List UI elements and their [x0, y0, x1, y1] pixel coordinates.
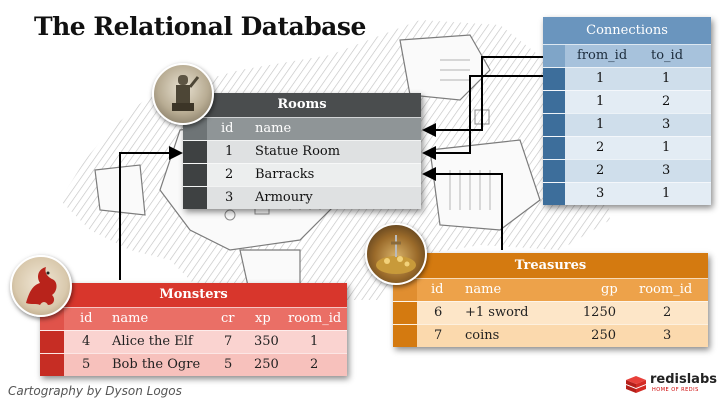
monsters-col-name: name — [112, 311, 149, 326]
monsters-col-room-id: room_id — [288, 311, 342, 326]
monsters-table-title: Monsters — [40, 283, 347, 307]
rooms-col-name: name — [255, 121, 292, 136]
monsters-table: Monsters id name cr xp room_id 4 Alice t… — [40, 283, 347, 376]
treasure-avatar — [365, 223, 427, 285]
connections-column-header: from_id to_id — [543, 44, 711, 67]
treasures-column-header: id name gp room_id — [393, 278, 708, 301]
cartography-credit: Cartography by Dyson Logos — [8, 384, 182, 398]
monsters-row: 5 Bob the Ogre 5 250 2 — [40, 353, 347, 376]
redislabs-logo: redislabs HOME OF REDIS — [625, 372, 717, 400]
logo-tagline: HOME OF REDIS — [652, 387, 699, 393]
rooms-row: 3 Armoury — [183, 186, 421, 209]
treasures-row: 7 coins 250 3 — [393, 324, 708, 347]
treasure-pile-icon — [376, 235, 416, 274]
rooms-column-header: id name — [183, 117, 421, 140]
dragon-icon — [26, 267, 57, 305]
connections-table-title: Connections — [543, 17, 711, 44]
monster-avatar — [10, 255, 72, 317]
treasures-table: Treasures id name gp room_id 6 +1 sword … — [393, 253, 708, 347]
logo-wordmark: redislabs — [650, 372, 717, 387]
redis-cube-icon — [626, 376, 646, 393]
treasures-row: 6 +1 sword 1250 2 — [393, 301, 708, 324]
treasures-col-id: id — [431, 282, 444, 297]
monsters-col-cr: cr — [221, 311, 235, 326]
rooms-table: Rooms id name 1 Statue Room 2 Barracks 3… — [183, 93, 421, 209]
page-title: The Relational Database — [34, 12, 366, 41]
connections-col-from-id: from_id — [577, 48, 628, 63]
rooms-col-id: id — [221, 121, 234, 136]
monsters-row: 4 Alice the Elf 7 350 1 — [40, 330, 347, 353]
statue-icon — [172, 75, 200, 111]
connections-col-to-id: to_id — [651, 48, 684, 63]
rooms-table-title: Rooms — [183, 93, 421, 117]
statue-room-avatar — [152, 63, 214, 125]
treasures-table-title: Treasures — [393, 253, 708, 278]
rooms-row: 2 Barracks — [183, 163, 421, 186]
monsters-col-xp: xp — [255, 311, 271, 326]
treasures-col-gp: gp — [601, 282, 618, 297]
monsters-col-id: id — [80, 311, 93, 326]
treasures-col-room-id: room_id — [639, 282, 693, 297]
rooms-row: 1 Statue Room — [183, 140, 421, 163]
treasures-col-name: name — [465, 282, 502, 297]
monsters-column-header: id name cr xp room_id — [40, 307, 347, 330]
